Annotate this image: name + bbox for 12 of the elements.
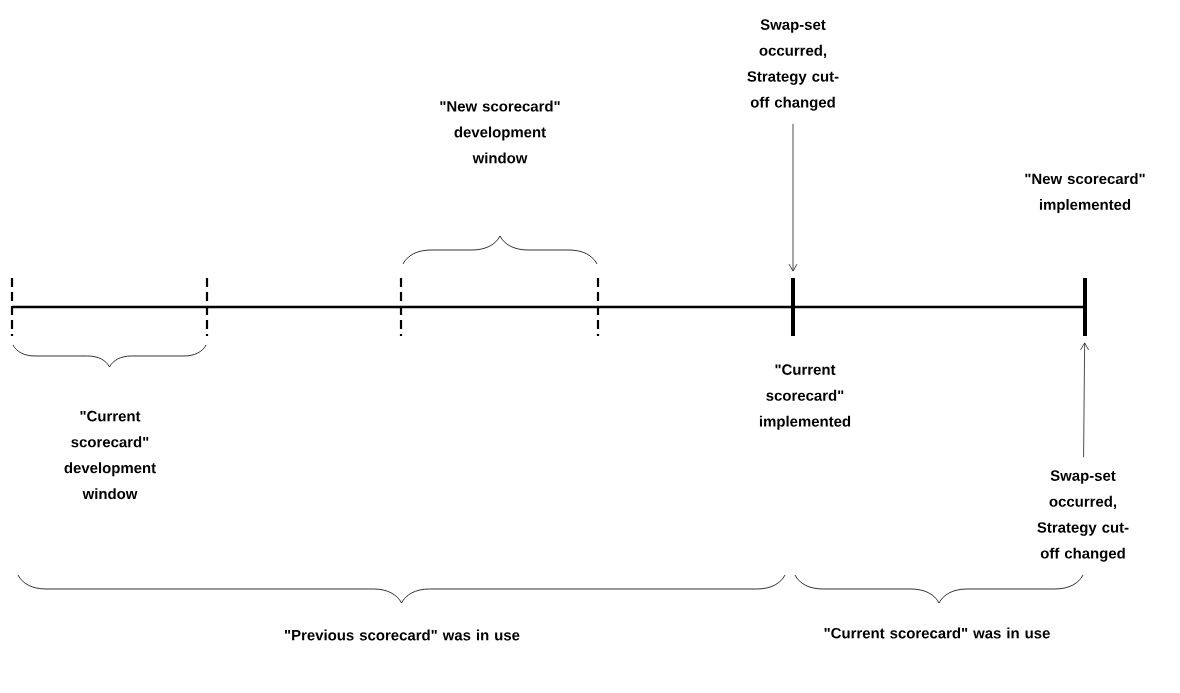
period-label: "New scorecard" implemented [1025, 173, 1145, 213]
event-label: Swap-set occurred, Strategy cut-off changed [1037, 470, 1129, 562]
arrow [788, 123, 798, 272]
period-label: "Current scorecard" development window [64, 410, 156, 500]
milestone-tick [1083, 278, 1087, 336]
period-label: "Current scorecard" implemented [759, 364, 851, 430]
period-label: "New scorecard" development window [440, 100, 560, 164]
event-label: Swap-set occurred, Strategy cut-off changed [747, 19, 839, 111]
period-label: "Previous scorecard" was in use [285, 629, 520, 641]
period-label: "Current scorecard" was in use [824, 627, 1050, 639]
arrow [1080, 342, 1089, 458]
milestone-tick [791, 278, 795, 336]
